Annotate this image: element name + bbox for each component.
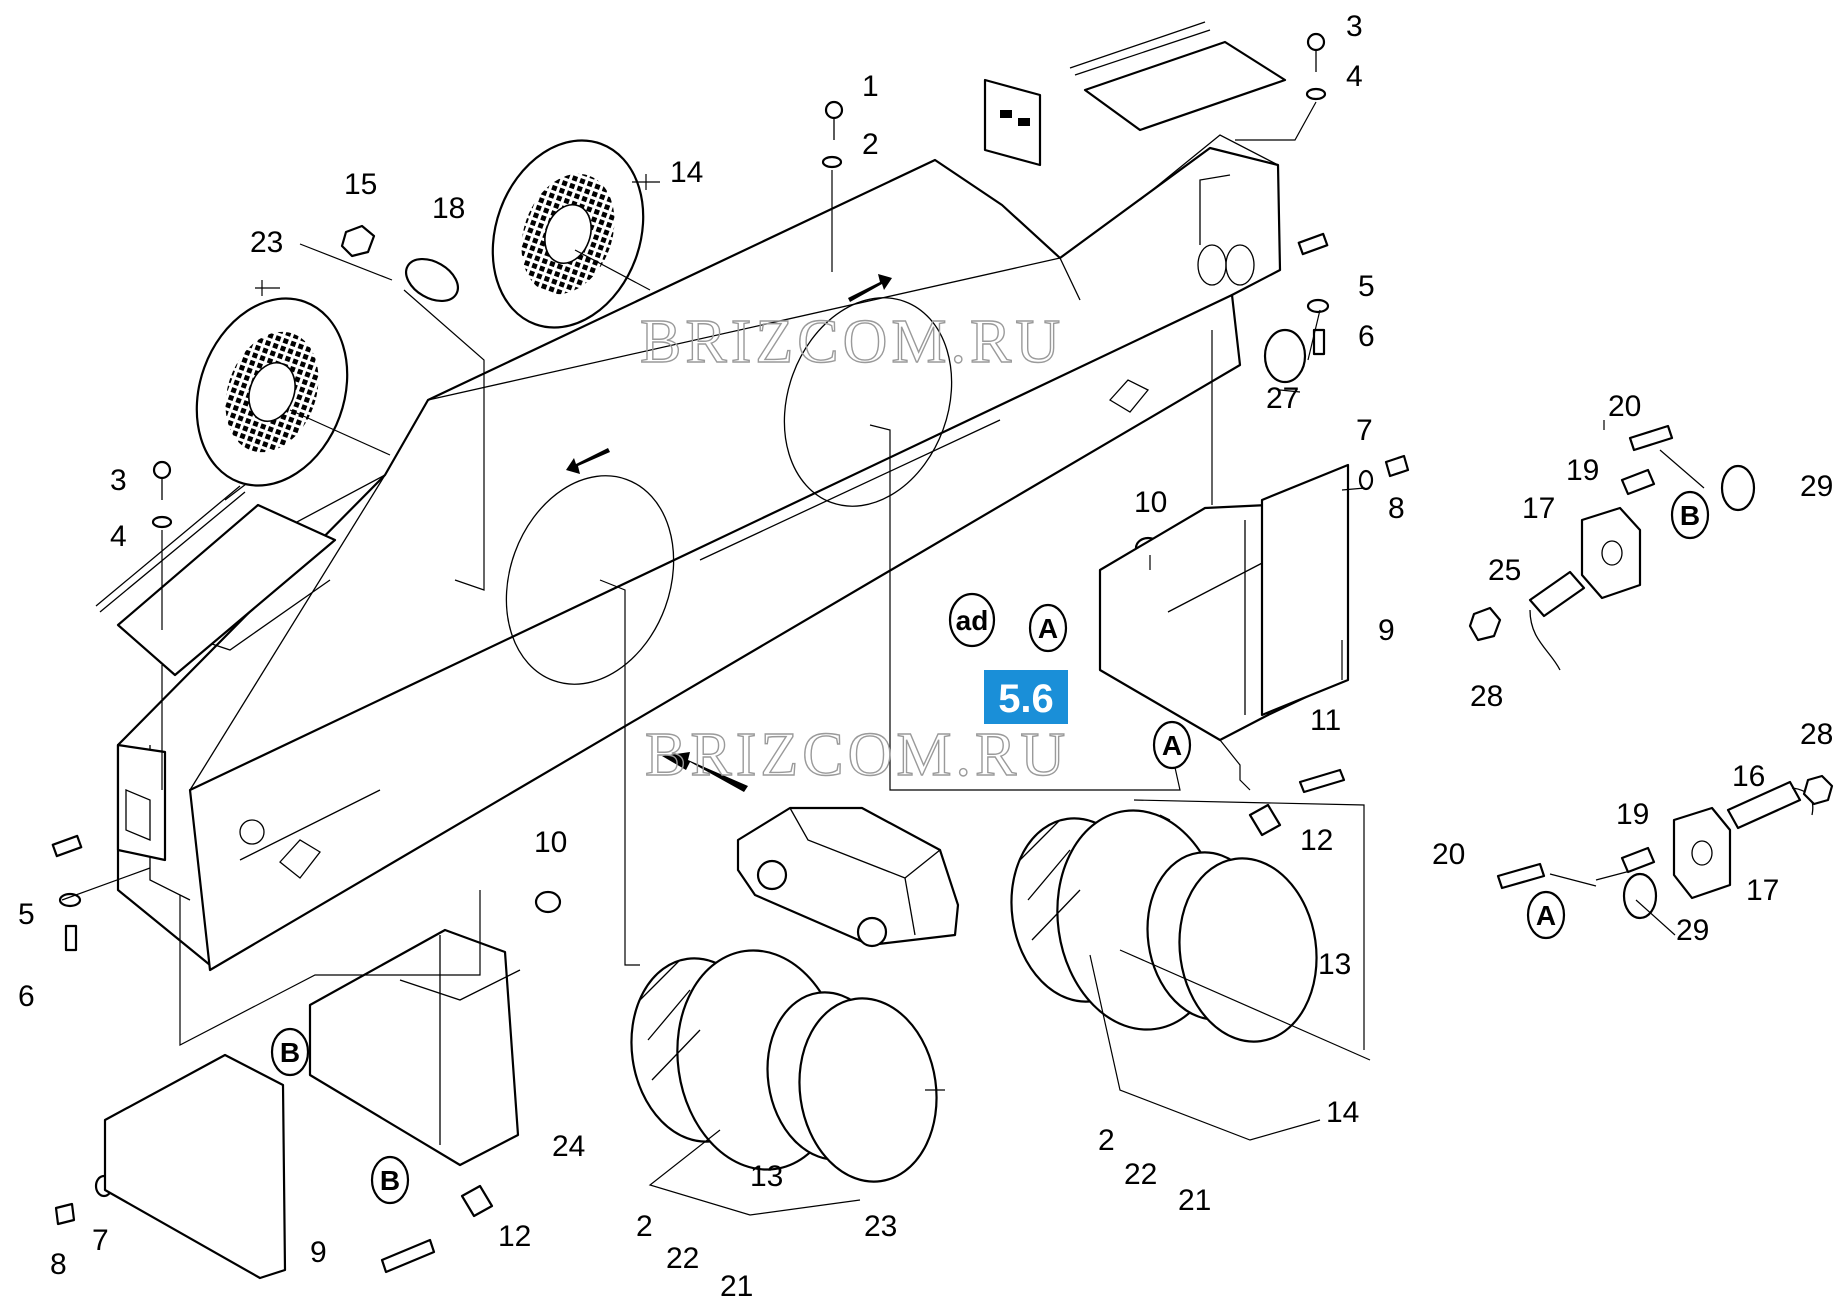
svg-text:B: B <box>1680 500 1700 531</box>
blower-fan-right <box>1010 809 1318 1043</box>
callout-5: 5 <box>18 898 35 931</box>
callout-11: 11 <box>1310 704 1341 737</box>
callout-3: 3 <box>110 464 127 497</box>
callout-4: 4 <box>110 520 127 553</box>
callout-12: 12 <box>498 1220 531 1253</box>
callout-1: 1 <box>862 70 879 103</box>
svg-text:B: B <box>280 1037 300 1068</box>
electrical-box-left <box>308 928 521 1167</box>
letter-marker-b-2: B <box>270 1027 310 1077</box>
hose-fitting-left <box>380 1184 494 1274</box>
svg-text:A: A <box>1162 730 1182 761</box>
callout-19: 19 <box>1616 798 1649 831</box>
callout-21: 21 <box>1178 1184 1211 1217</box>
callout-8: 8 <box>50 1248 67 1281</box>
callout-20: 20 <box>1432 838 1465 871</box>
fan-grille-left <box>195 297 349 487</box>
callout-2: 2 <box>636 1210 653 1243</box>
svg-text:A: A <box>1038 613 1058 644</box>
callout-12: 12 <box>1300 824 1333 857</box>
letter-marker-a-1: A <box>1028 603 1068 653</box>
letter-marker-b-1: B <box>1670 490 1710 540</box>
top-cover-panel <box>1069 21 1287 132</box>
callout-10: 10 <box>1134 486 1167 519</box>
callout-13: 13 <box>750 1160 783 1193</box>
callout-18: 18 <box>432 192 465 225</box>
callout-27: 27 <box>1266 382 1299 415</box>
callout-2: 2 <box>862 128 879 161</box>
svg-text:A: A <box>1536 900 1556 931</box>
callout-23: 23 <box>250 226 283 259</box>
letter-marker-a-3: A <box>1526 890 1566 940</box>
callout-10: 10 <box>534 826 567 859</box>
callout-29: 29 <box>1800 470 1833 503</box>
fan-grille-upper <box>491 139 645 329</box>
flow-arrow-icon <box>566 274 892 792</box>
valve-assembly-upper <box>1468 424 1756 671</box>
watermark-upper: BRIZCOM.RU <box>640 308 1064 376</box>
callout-9: 9 <box>310 1236 327 1269</box>
main-housing <box>116 134 1282 972</box>
blower-fan-left <box>630 949 938 1183</box>
callout-8: 8 <box>1388 492 1405 525</box>
callout-2: 2 <box>1098 1124 1115 1157</box>
callout-16: 16 <box>1732 760 1765 793</box>
callout-15: 15 <box>344 168 377 201</box>
housing-opening-right <box>783 297 953 507</box>
callout-17: 17 <box>1746 874 1779 907</box>
letter-marker-b-3: B <box>370 1155 410 1205</box>
reference-label: 5.6 <box>998 677 1054 721</box>
watermark-lower: BRIZCOM.RU <box>645 721 1069 789</box>
hose-fitting-right <box>1248 768 1346 837</box>
callout-9: 9 <box>1378 614 1395 647</box>
callout-13: 13 <box>1318 948 1351 981</box>
callout-25: 25 <box>1488 554 1521 587</box>
fastener-set <box>51 32 1410 1226</box>
svg-text:B: B <box>380 1165 400 1196</box>
letter-marker-a-2: A <box>1152 720 1192 770</box>
callout-28: 28 <box>1800 718 1833 751</box>
callout-22: 22 <box>1124 1158 1157 1191</box>
left-end-cover <box>95 485 337 862</box>
callout-29: 29 <box>1676 914 1709 947</box>
car-illustration <box>736 806 960 948</box>
callout-labels: 1 2 3 4 14 15 18 23 3 4 5 6 27 20 19 29 … <box>18 10 1833 1303</box>
callout-5: 5 <box>1358 270 1375 303</box>
callout-7: 7 <box>1356 414 1373 447</box>
callout-14: 14 <box>1326 1096 1359 1129</box>
valve-assembly-lower <box>1496 774 1834 920</box>
sub-reference-bubble: ad <box>948 592 996 648</box>
callout-7: 7 <box>92 1224 109 1257</box>
sub-reference-label: ad <box>956 605 989 636</box>
callout-20: 20 <box>1608 390 1641 423</box>
callout-19: 19 <box>1566 454 1599 487</box>
callout-21: 21 <box>720 1270 753 1303</box>
housing-opening-left <box>505 475 675 685</box>
callout-3: 3 <box>1346 10 1363 43</box>
callout-14: 14 <box>670 156 703 189</box>
callout-22: 22 <box>666 1242 699 1275</box>
callout-17: 17 <box>1522 492 1555 525</box>
reference-badge[interactable]: 5.6 <box>984 670 1068 724</box>
leader-lines <box>61 101 1705 1216</box>
callout-4: 4 <box>1346 60 1363 93</box>
callout-23: 23 <box>864 1210 897 1243</box>
callout-6: 6 <box>1358 320 1375 353</box>
control-panel-bracket <box>983 78 1042 167</box>
callout-28: 28 <box>1470 680 1503 713</box>
side-cover-left <box>103 1053 287 1280</box>
side-cover-right <box>1260 463 1350 717</box>
callout-24: 24 <box>552 1130 585 1163</box>
callout-6: 6 <box>18 980 35 1013</box>
